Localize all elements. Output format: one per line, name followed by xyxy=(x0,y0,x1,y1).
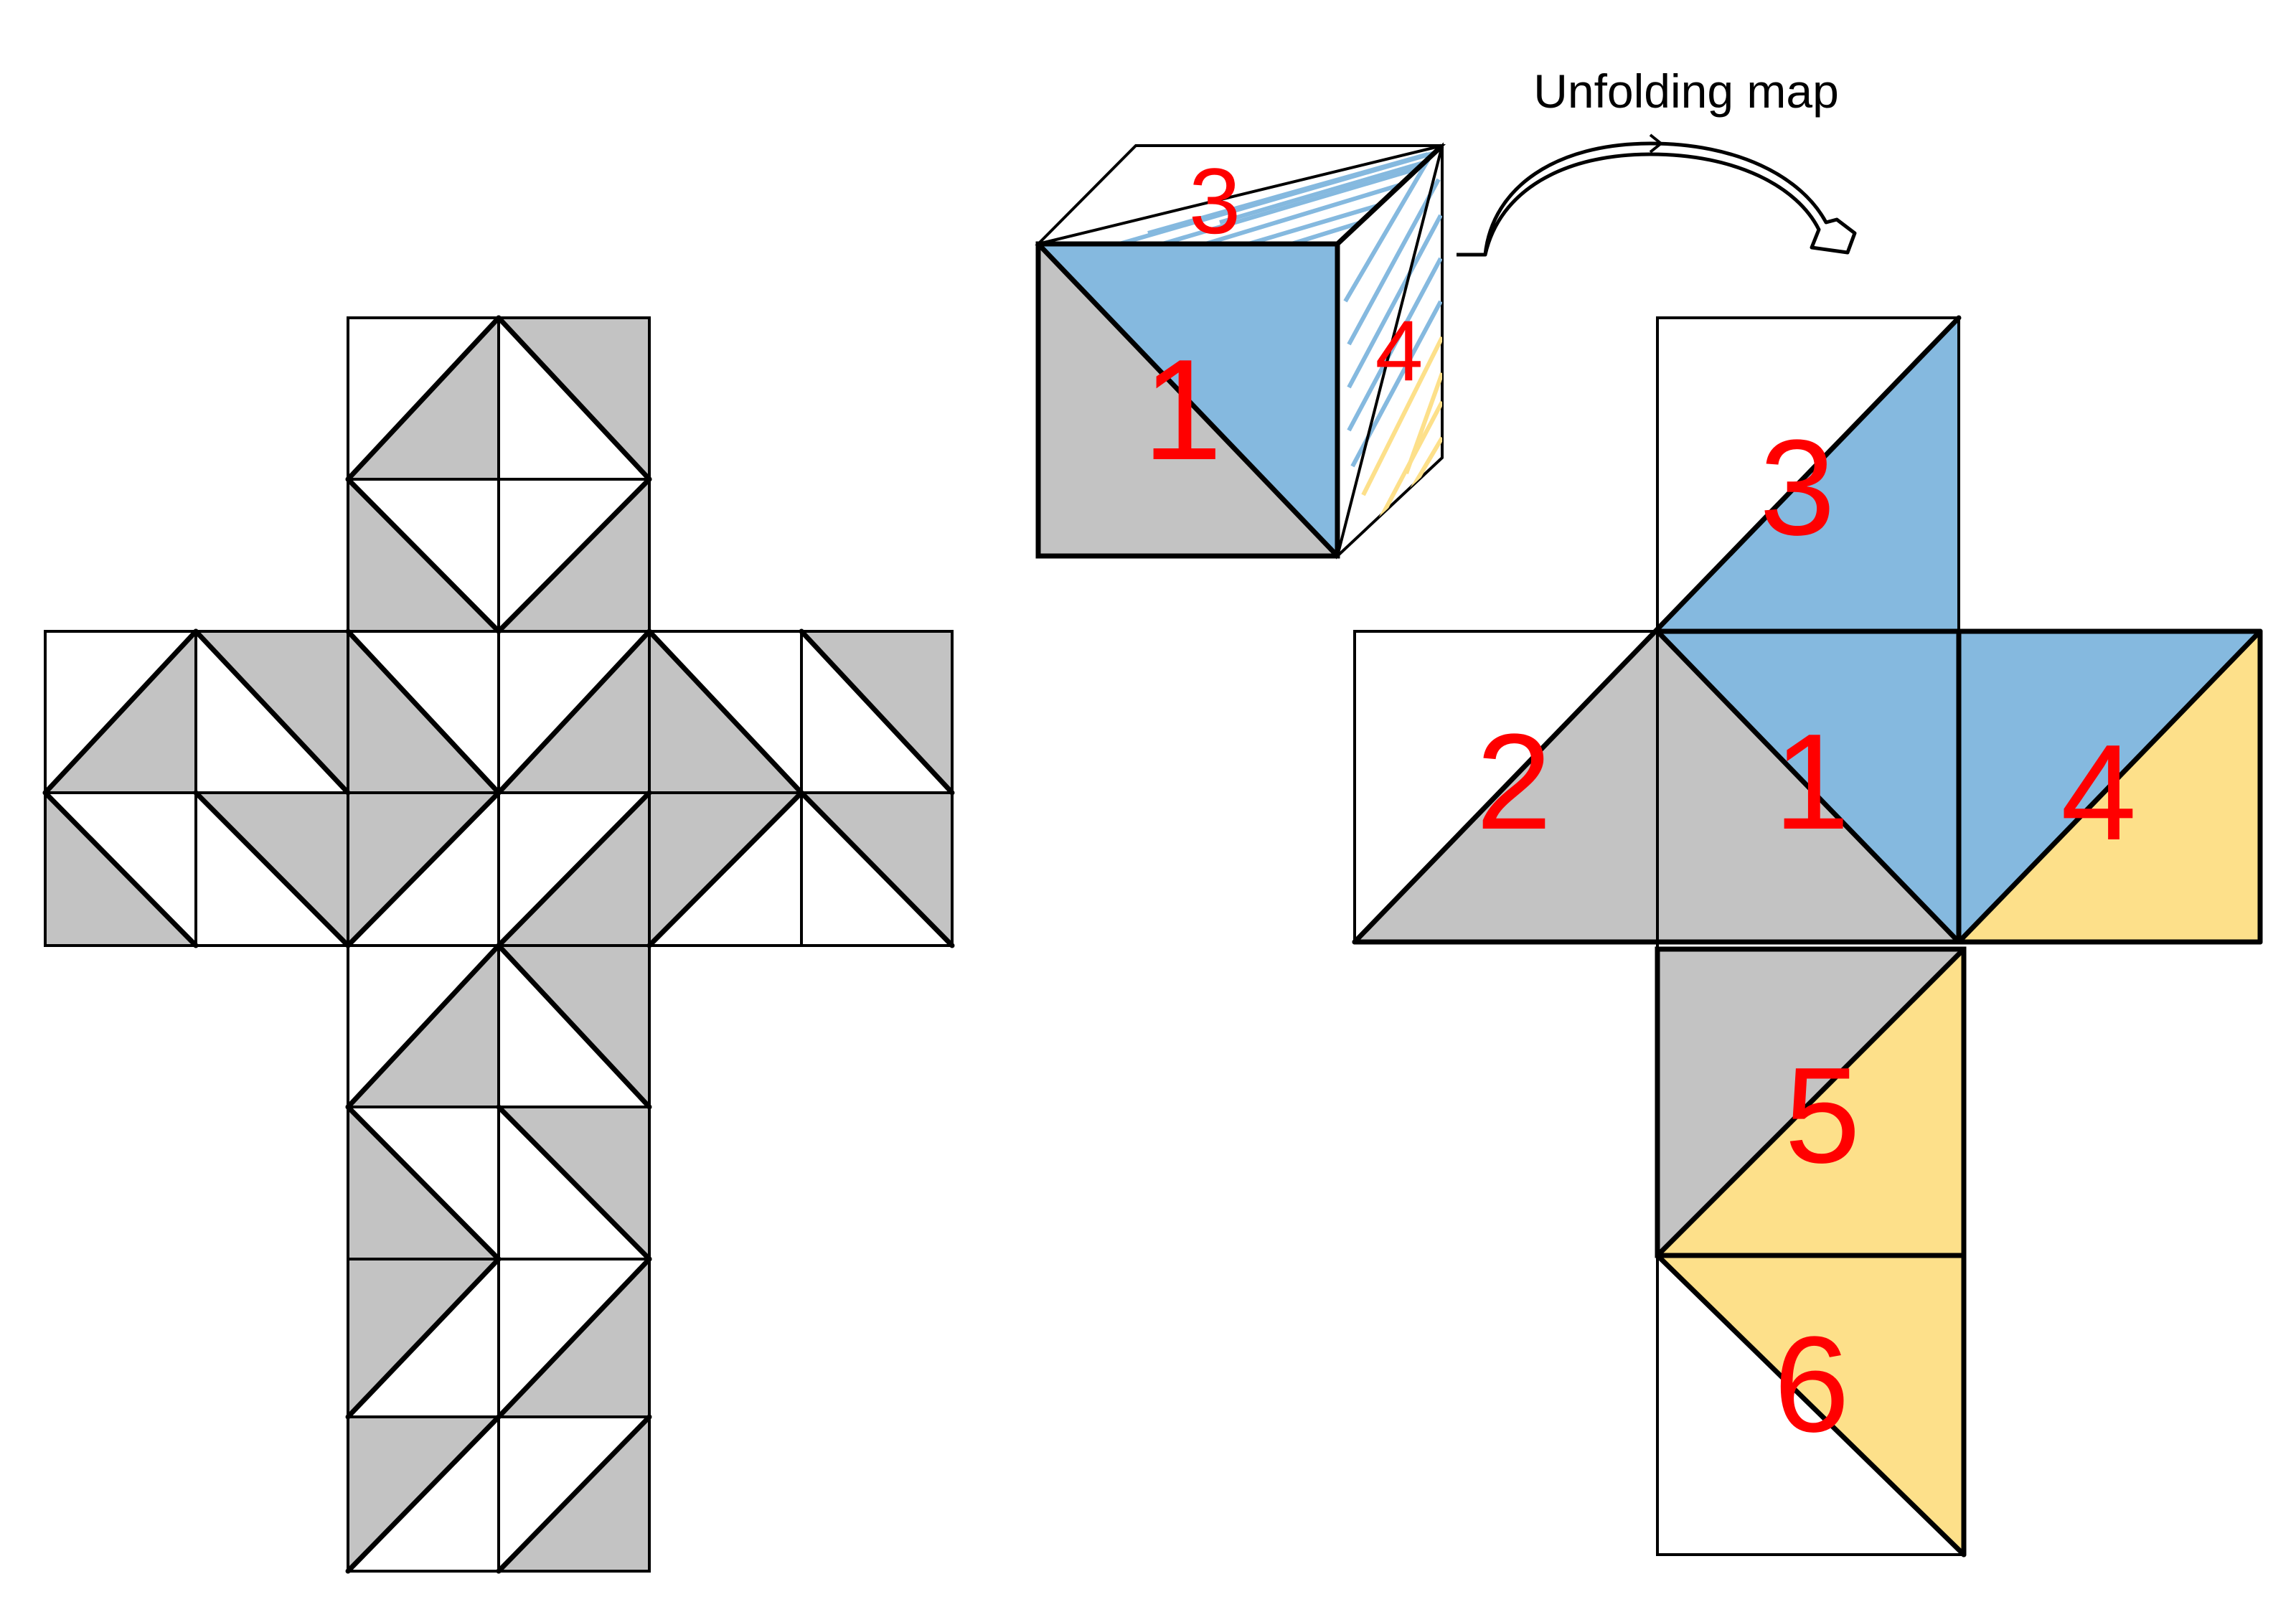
pattern-diagonal xyxy=(193,628,351,796)
pattern-diagonal xyxy=(496,790,652,948)
pattern-diagonal xyxy=(345,943,502,1110)
cube-label-right: 4 xyxy=(1375,303,1424,399)
pattern-diagonal xyxy=(42,790,199,948)
curved-arrow-icon xyxy=(1457,133,1857,257)
pattern-diagonal xyxy=(496,476,652,634)
pattern-diagonal xyxy=(345,1256,502,1420)
pattern-diagonal xyxy=(496,628,652,796)
pattern-diagonal xyxy=(496,1414,652,1574)
pattern-diagonal xyxy=(496,943,652,1110)
net-label-face1: 1 xyxy=(1774,706,1850,858)
unfolded-net: 3 2 1 4 5 6 xyxy=(1352,315,2263,1557)
net-label-face3: 3 xyxy=(1759,412,1835,564)
unfolding-map-title: Unfolding map xyxy=(1533,65,1839,118)
net-label-face6: 6 xyxy=(1774,1309,1850,1461)
pattern-diagonal xyxy=(799,790,955,948)
cube-right-hatch xyxy=(1343,153,1442,532)
pattern-diagonal xyxy=(496,315,652,482)
pattern-diagonal xyxy=(345,476,502,634)
pattern-diagonal xyxy=(345,1414,502,1574)
pattern-diagonal xyxy=(799,628,955,796)
pattern-diagonal xyxy=(193,790,351,948)
pattern-diagonal xyxy=(345,1104,502,1262)
pattern-diagonal xyxy=(496,1256,652,1420)
pattern-diagonal xyxy=(345,790,502,948)
pattern-diagonal xyxy=(42,628,199,796)
net-label-face4: 4 xyxy=(2061,717,2137,869)
pattern-diagonal-lines xyxy=(42,315,955,1574)
pattern-cross-net xyxy=(42,315,955,1574)
pattern-diagonal xyxy=(345,315,502,482)
cube-3d: 3 1 4 xyxy=(1035,142,1446,560)
cube-front-face xyxy=(1035,241,1340,559)
net-label-face2: 2 xyxy=(1476,706,1552,858)
pattern-diagonal xyxy=(646,628,804,796)
pattern-diagonal xyxy=(646,790,804,948)
cube-label-top: 3 xyxy=(1189,149,1241,253)
pattern-diagonal xyxy=(496,1104,652,1262)
net-label-face5: 5 xyxy=(1784,1040,1860,1192)
pattern-diagonal xyxy=(345,628,502,796)
cube-label-front: 1 xyxy=(1142,330,1222,490)
